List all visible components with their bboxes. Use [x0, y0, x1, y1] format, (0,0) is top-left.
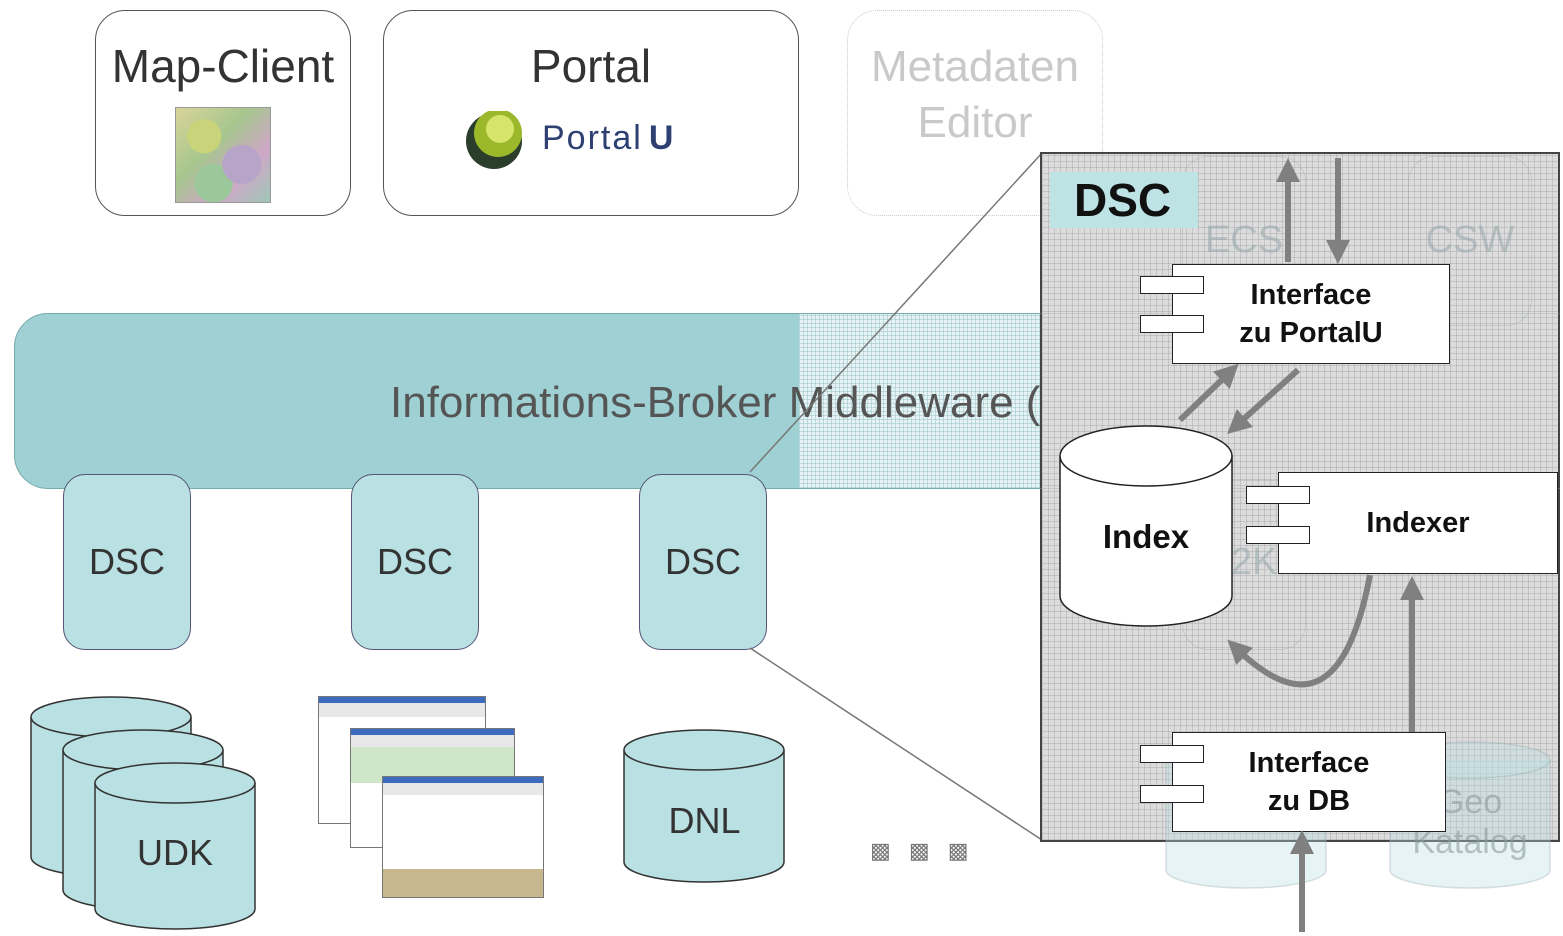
portalu-logo-icon: [466, 111, 522, 169]
dnl-label: DNL: [668, 800, 741, 841]
website-screenshots: [318, 696, 548, 902]
metadata-editor-box: Metadaten Editor: [847, 10, 1103, 216]
indexer-tab-2: [1246, 526, 1310, 544]
arrow-index-to-interface: [1177, 363, 1239, 423]
detail-dsc-title: DSC: [1050, 172, 1198, 228]
interface-db-tab-2: [1140, 785, 1204, 803]
website-screenshot-3: [382, 776, 544, 898]
map-client-box: Map-Client: [95, 10, 351, 216]
map-thumbnail-image: [175, 107, 271, 203]
ghost-csw-box: CSW: [1408, 156, 1532, 326]
ghost-ecs-box: ECS: [1182, 156, 1306, 326]
arrow-interface-to-index: [1227, 367, 1301, 435]
indexer-tab-1: [1246, 486, 1310, 504]
udk-label: UDK: [136, 832, 213, 873]
index-database: [1059, 425, 1233, 627]
interface-portalu-tab-1: [1140, 276, 1204, 294]
dnl-database: [623, 729, 785, 883]
arrow-indexer-to-index: [1227, 574, 1373, 688]
map-client-title: Map-Client: [111, 40, 335, 92]
dsc-node-3: DSC: [639, 474, 767, 650]
udk-database-stack: [30, 696, 256, 930]
broker-label: Informations-Broker Middleware (iBus): [390, 378, 1141, 427]
interface-portalu-tab-2: [1140, 315, 1204, 333]
interface-db-tab-1: [1140, 745, 1204, 763]
indexer-component: Indexer: [1278, 472, 1558, 574]
dsc-node-2: DSC: [351, 474, 479, 650]
dsc-node-1: DSC: [63, 474, 191, 650]
more-sources-ellipsis: ▩ ▩ ▩: [870, 838, 975, 863]
portal-title: Portal: [530, 40, 652, 92]
index-label: Index: [1102, 518, 1190, 555]
metadata-editor-title: Metadaten Editor: [871, 42, 1079, 147]
